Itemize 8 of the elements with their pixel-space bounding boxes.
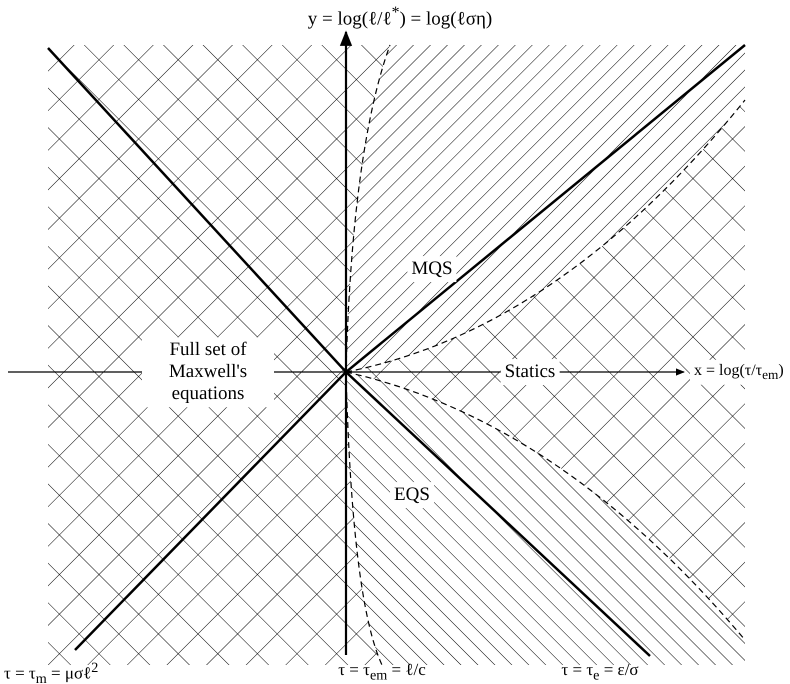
boundary-label: τ = τ$_{e}$ = ε/σ (561, 660, 639, 684)
region-label: MQS (407, 256, 457, 282)
region-label: Statics (500, 359, 560, 385)
axis-label: y = log(ℓ/ℓ$^{*}$) = log(ℓση) (308, 4, 492, 30)
boundary-label: τ = τ$_{em}$ = ℓ/c (338, 660, 426, 684)
region-label: EQS (390, 482, 434, 508)
region-label: Full set of Maxwell's equations (142, 337, 274, 407)
boundary-label: τ = τ$_{m}$ = μσℓ$^{2}$ (4, 660, 98, 684)
